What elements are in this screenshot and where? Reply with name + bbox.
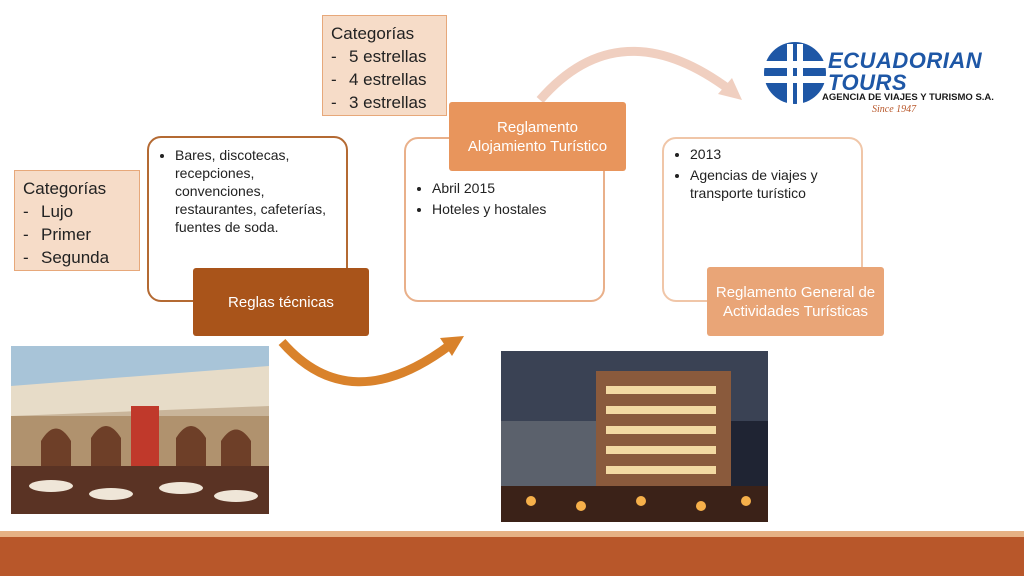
note-item: 5 estrellas — [331, 45, 438, 68]
globe-logo-icon — [764, 42, 826, 104]
note-item: Primer — [23, 223, 131, 246]
food-categories-note: Categorías Lujo Primer Segunda — [14, 170, 140, 271]
hotel-categories-note: Categorías 5 estrellas 4 estrellas 3 est… — [322, 15, 447, 116]
note-item: Segunda — [23, 246, 131, 269]
card-bullet: 2013 — [690, 145, 853, 163]
logo-since: Since 1947 — [872, 104, 917, 115]
note-title: Categorías — [23, 179, 107, 198]
card-reglas-tecnicas: Bares, discotecas, recepciones, convenci… — [147, 136, 348, 302]
arrow-head-lower — [440, 336, 464, 356]
label-reglamento-alojamiento: Reglamento Alojamiento Turístico — [449, 102, 626, 171]
note-item: Lujo — [23, 200, 131, 223]
logo-subtitle: AGENCIA DE VIAJES Y TURISMO S.A. — [822, 92, 994, 103]
arrow-curve-upper — [536, 47, 733, 103]
note-title: Categorías — [331, 24, 415, 43]
hotel-photo — [501, 351, 768, 522]
card-bullet: Bares, discotecas, recepciones, convenci… — [175, 146, 338, 236]
logo-line2: TOURS — [828, 70, 908, 95]
note-item: 3 estrellas — [331, 91, 438, 114]
arrow-curve-lower — [278, 339, 453, 387]
footer-accent-line — [0, 531, 1024, 537]
card-bullet: Agencias de viajes y transporte turístic… — [690, 166, 853, 202]
logo-line1: ECUADORIAN — [828, 48, 983, 73]
card-bullet: Hoteles y hostales — [432, 200, 595, 218]
note-item: 4 estrellas — [331, 68, 438, 91]
card-bullet: Abril 2015 — [432, 179, 595, 197]
footer-bar — [0, 537, 1024, 576]
label-reglas-tecnicas: Reglas técnicas — [193, 268, 369, 336]
label-reglamento-general: Reglamento General de Actividades Turíst… — [707, 267, 884, 336]
arrow-head-upper — [718, 78, 742, 100]
ecuadorian-tours-logo: ECUADORIAN TOURS AGENCIA DE VIAJES Y TUR… — [762, 40, 1007, 118]
restaurant-photo — [11, 346, 269, 514]
